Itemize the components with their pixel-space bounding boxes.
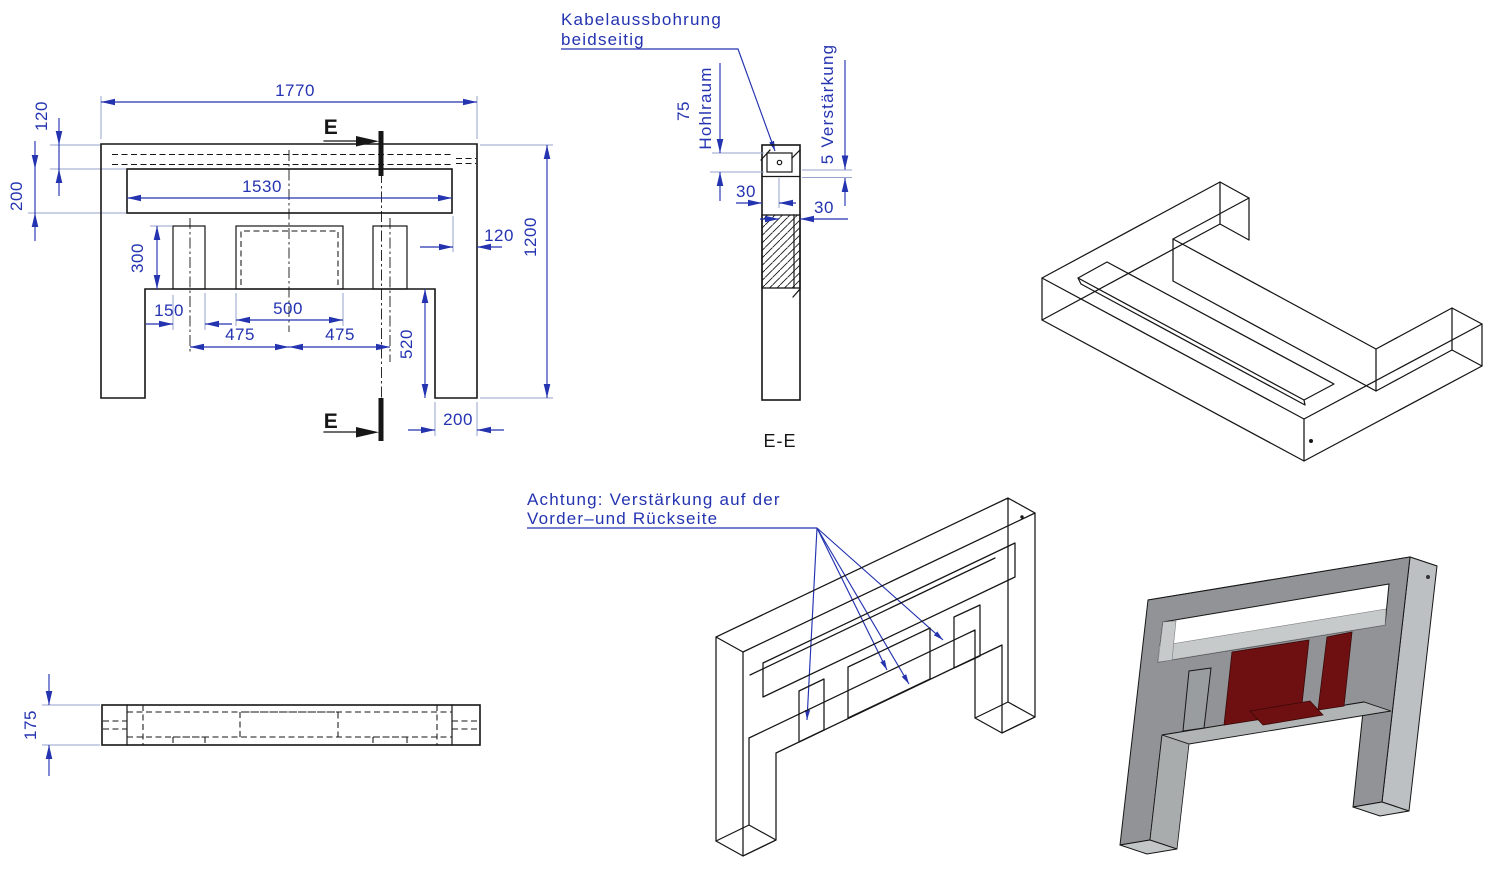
cable-hole — [776, 159, 783, 166]
dim-right-span: 475 — [325, 325, 355, 344]
dim-overall-width: 1770 — [275, 81, 315, 100]
standing-wireframe — [715, 497, 1036, 857]
dim-overall-height: 1200 — [521, 217, 540, 257]
section-hollow-box — [766, 152, 793, 173]
front-view: 1770 1530 120 200 300 150 500 475 475 12… — [7, 81, 553, 441]
render-left-foot — [1119, 839, 1178, 855]
section-letter-top: E — [324, 116, 339, 139]
plan-hidden-lines — [103, 705, 477, 745]
front-view-centerlines — [189, 133, 391, 441]
front-view-extension-lines — [28, 96, 553, 436]
render-cable-hole — [1426, 575, 1430, 579]
dim-plate-width: 150 — [154, 301, 184, 320]
dim-side-offset: 120 — [484, 226, 514, 245]
render-back-red-plate — [1249, 700, 1324, 726]
note-line1: Achtung: Verstärkung auf der — [527, 490, 781, 509]
lying-cable-hole — [1309, 439, 1313, 443]
iso-view-lying — [1041, 181, 1483, 462]
left-reinforcement-plate — [172, 225, 206, 290]
lying-top-face — [1041, 181, 1483, 420]
render-slot-end — [1157, 620, 1177, 663]
standing-slot — [762, 542, 1016, 698]
dim-wall-b: 30 — [814, 198, 834, 217]
dim-hollow: 75 — [674, 101, 693, 121]
callout-line2: beidseitig — [561, 30, 645, 49]
label-hollow: Hohlraum — [696, 66, 715, 149]
dim-slot-width: 1530 — [242, 177, 282, 196]
center-reinforcement-plate — [235, 225, 344, 290]
render-right-foot — [1352, 801, 1410, 817]
standing-cable-hole — [1020, 515, 1024, 519]
standing-center-plate — [847, 627, 931, 719]
section-letter-bottom: E — [324, 410, 339, 433]
plan-body — [101, 704, 481, 746]
render-view — [1119, 556, 1438, 855]
section-arrow-bottom — [356, 427, 379, 438]
front-view-outline — [100, 143, 478, 399]
note-leaders — [804, 527, 944, 721]
label-reinforcement: 5 Verstärkung — [818, 44, 837, 165]
dim-left-span: 475 — [225, 325, 255, 344]
render-left-plate — [1182, 667, 1212, 732]
section-marker-bottom: E — [323, 398, 384, 441]
section-view: Kabelaussbohrung beidseitig 75 Hohlraum … — [561, 10, 852, 451]
section-title: E-E — [763, 431, 796, 451]
section-geometry — [760, 144, 801, 401]
section-dimensions: 75 Hohlraum 5 Verstärkung 30 30 — [674, 44, 852, 223]
dim-leg-width: 200 — [443, 410, 473, 429]
dim-top-offset: 120 — [32, 101, 51, 131]
callout-line1: Kabelaussbohrung — [561, 10, 722, 29]
frame-outline — [100, 143, 478, 399]
dim-wall-a: 30 — [736, 182, 756, 201]
standing-right-plate — [953, 604, 981, 669]
section-callout: Kabelaussbohrung beidseitig — [561, 10, 776, 152]
note-line2: Vorder–und Rückseite — [527, 509, 718, 528]
slot-opening — [126, 168, 453, 214]
front-view-dimensions: 1770 1530 120 200 300 150 500 475 475 12… — [7, 81, 551, 434]
dim-depth: 175 — [21, 710, 40, 740]
plan-view: 175 — [21, 674, 481, 776]
dim-plate-height: 300 — [128, 243, 147, 273]
dim-opening-height: 520 — [397, 329, 416, 359]
section-bar-top — [378, 131, 384, 176]
render-slot-ledge — [1157, 608, 1387, 663]
render-right-red-plate — [1317, 631, 1353, 711]
standing-left-plate — [798, 678, 825, 743]
iso-view-standing: Achtung: Verstärkung auf der Vorder–und … — [527, 490, 1036, 857]
section-bar-bottom — [378, 398, 384, 441]
standing-front-face — [742, 512, 1036, 857]
plan-dimension: 175 — [21, 674, 100, 776]
plan-outline — [101, 704, 481, 746]
front-view-hidden-lines — [112, 153, 476, 285]
dim-center-plate-width: 500 — [273, 299, 303, 318]
lying-slot — [1077, 261, 1335, 401]
section-marker-top: E — [323, 116, 384, 176]
section-arrow-top — [356, 136, 379, 147]
dim-slot-height: 200 — [7, 181, 26, 211]
callout-leader — [561, 48, 776, 152]
